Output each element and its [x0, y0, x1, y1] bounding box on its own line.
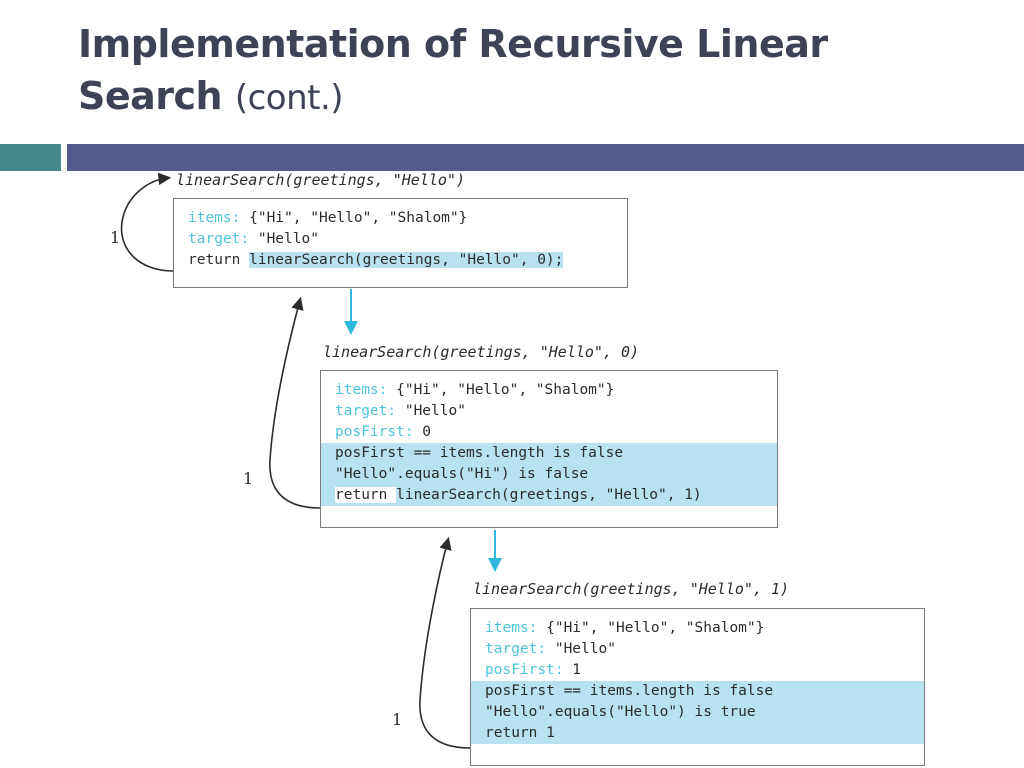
depth-counter-2: 1 — [243, 469, 254, 488]
field-label-items: items: — [188, 210, 241, 226]
title-rule-purple-bar — [67, 144, 1024, 171]
frame-3-line-3: posFirst: 1 — [471, 660, 924, 681]
frame-1-line-3: return linearSearch(greetings, "Hello", … — [174, 250, 627, 271]
frame-3-line-1: items: {"Hi", "Hello", "Shalom"} — [471, 618, 924, 639]
frame-header-2: linearSearch(greetings, "Hello", 0) — [323, 343, 640, 361]
frame-2-line-3: posFirst: 0 — [321, 422, 777, 443]
return-arrow-1 — [120, 172, 174, 272]
frame-3-line-4: posFirst == items.length is false — [471, 681, 924, 702]
frame-2-line-5: "Hello".equals("Hi") is false — [321, 464, 777, 485]
field-label-target: target: — [188, 231, 250, 247]
field-value-items: {"Hi", "Hello", "Shalom"} — [240, 210, 468, 226]
frame-box-3: items: {"Hi", "Hello", "Shalom"} target:… — [470, 608, 925, 766]
field-label-items: items: — [485, 620, 538, 636]
field-value-target: "Hello" — [546, 641, 616, 657]
field-value-target: "Hello" — [249, 231, 319, 247]
return-arrow-2 — [269, 296, 321, 509]
frame-3-line-5: "Hello".equals("Hello") is true — [471, 702, 924, 723]
recursive-call-expression: linearSearch(greetings, "Hello", 1) — [396, 487, 702, 503]
page-title: Implementation of Recursive Linear Searc… — [78, 18, 978, 124]
field-label-items: items: — [335, 382, 388, 398]
frame-header-1: linearSearch(greetings, "Hello") — [176, 171, 465, 189]
frame-3-line-2: target: "Hello" — [471, 639, 924, 660]
field-label-target: target: — [335, 403, 397, 419]
field-value-posfirst: 0 — [413, 424, 432, 440]
field-label-posfirst: posFirst: — [485, 662, 564, 678]
page-title-continuation: (cont.) — [234, 78, 344, 118]
depth-counter-3: 1 — [392, 710, 403, 729]
frame-2-line-6: return linearSearch(greetings, "Hello", … — [321, 485, 777, 506]
field-value-items: {"Hi", "Hello", "Shalom"} — [387, 382, 615, 398]
frame-2-line-4: posFirst == items.length is false — [321, 443, 777, 464]
field-label-posfirst: posFirst: — [335, 424, 414, 440]
frame-2-line-1: items: {"Hi", "Hello", "Shalom"} — [321, 380, 777, 401]
return-keyword: return — [335, 487, 397, 503]
frame-header-3: linearSearch(greetings, "Hello", 1) — [473, 580, 790, 598]
frame-1-line-2: target: "Hello" — [174, 229, 627, 250]
page-title-main: Implementation of Recursive Linear Searc… — [78, 22, 828, 118]
title-rule-teal-square — [0, 144, 61, 171]
field-label-target: target: — [485, 641, 547, 657]
frame-box-2: items: {"Hi", "Hello", "Shalom"} target:… — [320, 370, 778, 528]
field-value-target: "Hello" — [396, 403, 466, 419]
recursive-call-expression: linearSearch(greetings, "Hello", 0); — [249, 252, 564, 268]
frame-box-1: items: {"Hi", "Hello", "Shalom"} target:… — [173, 198, 628, 288]
field-value-posfirst: 1 — [563, 662, 582, 678]
return-arrow-3 — [419, 536, 471, 749]
field-value-items: {"Hi", "Hello", "Shalom"} — [537, 620, 765, 636]
frame-2-line-2: target: "Hello" — [321, 401, 777, 422]
frame-3-line-6: return 1 — [471, 723, 924, 744]
return-keyword: return — [188, 252, 250, 268]
frame-1-line-1: items: {"Hi", "Hello", "Shalom"} — [174, 208, 627, 229]
depth-counter-1: 1 — [110, 228, 121, 247]
